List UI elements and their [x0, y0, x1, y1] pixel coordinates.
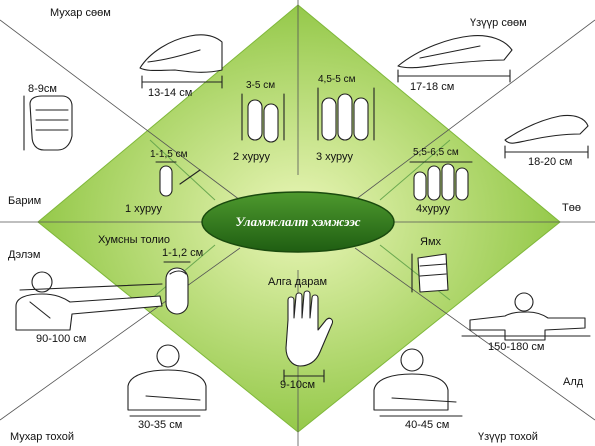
uzuur-soom-label: Үзүүр сөөм	[470, 17, 527, 29]
alga-daram-size: 9-10см	[280, 379, 315, 391]
center-ellipse	[201, 191, 395, 253]
mukhar-tokhoi-figure-illustration	[127, 344, 207, 417]
barim-label: Барим	[8, 195, 41, 207]
center-title: Уламжлалт хэмжээс	[236, 214, 361, 229]
khuruu2-label: 2 хуруу	[233, 151, 271, 163]
khuruu1-label: 1 хуруу	[125, 203, 163, 215]
delem-size: 90-100 см	[36, 333, 86, 345]
one-finger-illustration	[155, 161, 201, 197]
khuruu4-label: 4хуруу	[416, 203, 450, 215]
khuruu1-size: 1-1,5 см	[150, 149, 188, 160]
delem-figure-illustration	[15, 271, 163, 331]
uzuur-tokhoi-label: Үзүүр тохой	[478, 431, 538, 443]
khuruu3-size: 4,5-5 см	[318, 74, 356, 85]
barim-size: 8-9см	[28, 83, 57, 95]
alga-daram-label: Алга дарам	[268, 276, 327, 288]
delem-label: Дэлэм	[8, 249, 40, 261]
ald-figure-illustration	[461, 292, 591, 341]
ald-label: Алд	[563, 376, 584, 388]
uzuur-tokhoi-figure-illustration	[373, 348, 463, 417]
khuruu4-size: 5,5-6,5 см	[413, 147, 459, 158]
khumsny-tolio-size: 1-1,2 см	[162, 247, 203, 259]
yamkh-label: Ямх	[420, 236, 442, 248]
mukhar-tokhoi-label: Мухар тохой	[10, 431, 74, 443]
ald-size: 150-180 см	[488, 341, 545, 353]
khumsny-tolio-label: Хумсны толио	[98, 234, 170, 246]
khuruu2-size: 3-5 см	[246, 80, 275, 91]
uzuur-tokhoi-size: 40-45 см	[405, 419, 449, 431]
yamkh-hand-illustration	[411, 253, 449, 293]
uzuur-soom-hand-illustration	[397, 35, 513, 83]
four-fingers-illustration	[409, 161, 473, 201]
two-fingers-illustration	[241, 93, 285, 143]
too-hand-illustration	[504, 114, 589, 159]
barim-fist-illustration	[23, 95, 73, 151]
mukhar-soom-label: Мухар сөөм	[50, 7, 111, 19]
mukhar-tokhoi-size: 30-35 см	[138, 419, 182, 431]
thumbnail-illustration	[163, 261, 191, 315]
mukhar-soom-hand-illustration	[139, 34, 223, 89]
uzuur-soom-size: 17-18 см	[410, 81, 454, 93]
too-label: Төө	[562, 202, 581, 214]
mukhar-soom-size: 13-14 см	[148, 87, 192, 99]
palm-illustration	[283, 290, 334, 383]
khuruu3-label: 3 хуруу	[316, 151, 354, 163]
three-fingers-illustration	[317, 87, 375, 141]
too-size: 18-20 см	[528, 156, 572, 168]
